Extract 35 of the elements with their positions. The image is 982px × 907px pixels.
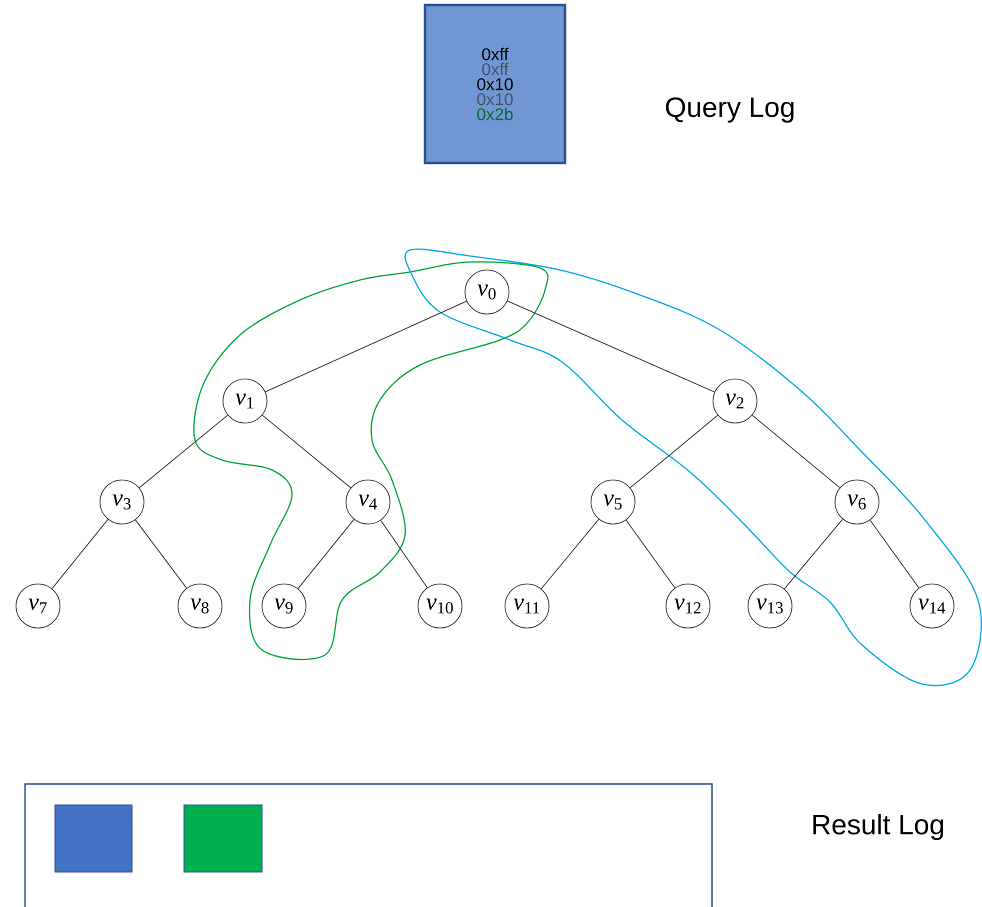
tree-node: v$_{13}$: [748, 584, 792, 628]
tree-edge: [540, 518, 600, 590]
tree-node: v$_{12}$: [666, 584, 710, 628]
tree-node: v$_{1}$: [222, 378, 268, 424]
tree-node: v$_{2}$: [712, 378, 758, 424]
tree-edge: [138, 414, 228, 488]
tree-edge: [630, 414, 718, 488]
tree-node: v$_{9}$: [262, 584, 306, 628]
tree-node: v$_{4}$: [346, 480, 390, 524]
tree-node: v$_{3}$: [100, 480, 144, 524]
log-label: Query Log: [666, 97, 794, 123]
result-square: [184, 804, 262, 872]
tree-edge: [262, 414, 352, 488]
tree-edge: [507, 300, 715, 392]
log-box: 0xff 0xff 0x10 0x10 0x2b: [424, 4, 566, 164]
tree-node: v$_{8}$: [178, 584, 222, 628]
tree-node: v$_{6}$: [834, 480, 880, 524]
tree-edge: [752, 414, 840, 488]
tree-edge: [626, 520, 676, 588]
tree-node: v$_{5}$: [590, 480, 636, 524]
tree-edge: [380, 520, 428, 588]
tree-node: v$_{0}$: [464, 270, 510, 314]
log-box: [24, 783, 713, 907]
tree-node: v$_{11}$: [504, 584, 550, 628]
tree-edge: [52, 518, 108, 590]
tree-edge: [298, 518, 354, 590]
tree-edge: [784, 518, 844, 590]
tree-node: v$_{10}$: [418, 584, 462, 628]
tree-node: v$_{14}$: [910, 584, 954, 628]
tree-node: v$_{7}$: [16, 584, 60, 628]
tree-edge: [135, 519, 188, 589]
tree-edge: [264, 300, 468, 392]
log-label: Result Log: [813, 814, 944, 840]
result-square: [54, 804, 132, 872]
tree-edge: [870, 520, 920, 588]
